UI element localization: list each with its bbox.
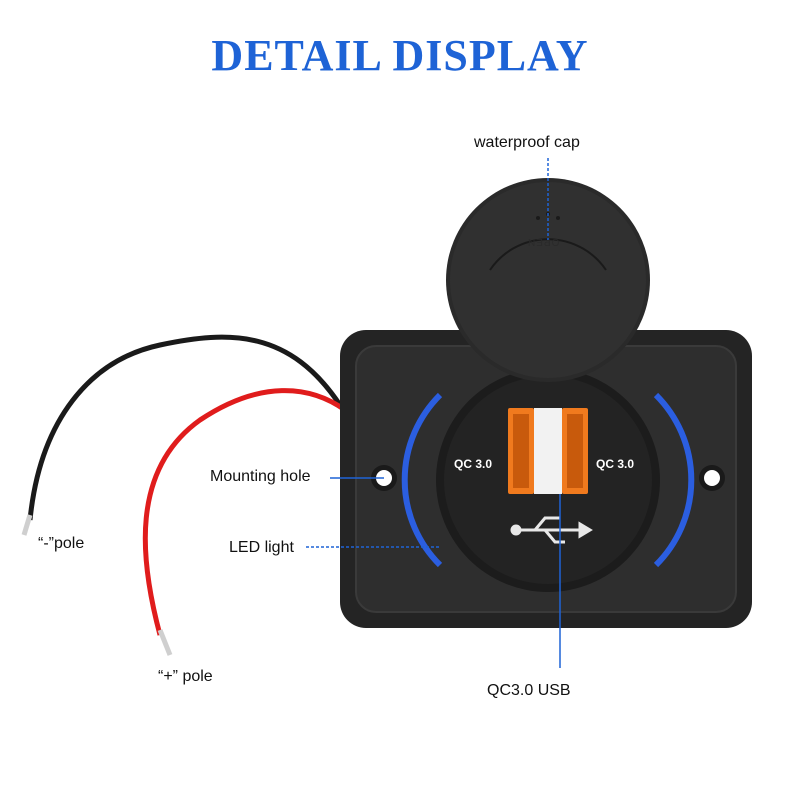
waterproof-cap-label: waterproof cap	[474, 134, 580, 151]
negative-pole-label: “-”pole	[38, 535, 85, 552]
led-arc-right	[653, 392, 695, 568]
cap-open-text: OPEN	[527, 236, 560, 247]
page-title: DETAIL DISPLAY	[211, 31, 589, 80]
red-wire	[142, 388, 347, 636]
mounting-hole-label: Mounting hole	[210, 468, 311, 485]
qc-label-right: QC 3.0	[596, 457, 635, 471]
negative-wire-tip	[21, 514, 33, 536]
qc-label-left: QC 3.0	[454, 457, 493, 471]
positive-pole-label: “+” pole	[158, 668, 213, 685]
usb-icon	[510, 516, 593, 544]
led-light-label: LED light	[229, 539, 294, 556]
black-wire	[27, 334, 343, 521]
qc-usb-label: QC3.0 USB	[487, 682, 571, 699]
positive-wire-tip	[157, 629, 173, 656]
led-arc-left	[401, 392, 443, 568]
